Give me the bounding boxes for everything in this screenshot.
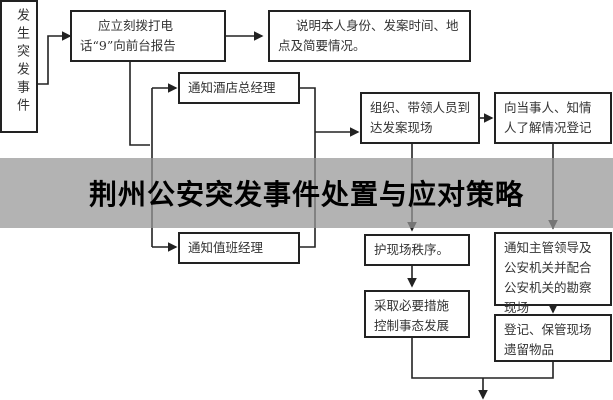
title-banner: 荆州公安突发事件处置与应对策略: [0, 158, 613, 228]
take-measures-box: 采取必要措施控制事态发展: [364, 290, 470, 338]
notify-police-box: 通知主管领导及公安机关并配合公安机关的勘察现场: [494, 232, 612, 315]
register-items-box: 登记、保管现场遗留物品: [494, 314, 612, 362]
maintain-order-box: 护现场秩序。: [364, 234, 470, 266]
banner-title: 荆州公安突发事件处置与应对策略: [88, 178, 524, 211]
notify-duty-box: 通知值班经理: [178, 232, 300, 264]
inquire-box: 向当事人、知情人了解情况登记: [494, 92, 612, 144]
start-box: 发生突发事件: [0, 0, 38, 133]
call-front-desk-box: 应立刻拨打电话“9”向前台报告: [70, 10, 226, 62]
notify-gm-box: 通知酒店总经理: [178, 72, 300, 104]
organize-box: 组织、带领人员到达发案现场: [360, 92, 480, 144]
explain-box: 说明本人身份、发案时间、地点及简要情况。: [268, 10, 471, 62]
